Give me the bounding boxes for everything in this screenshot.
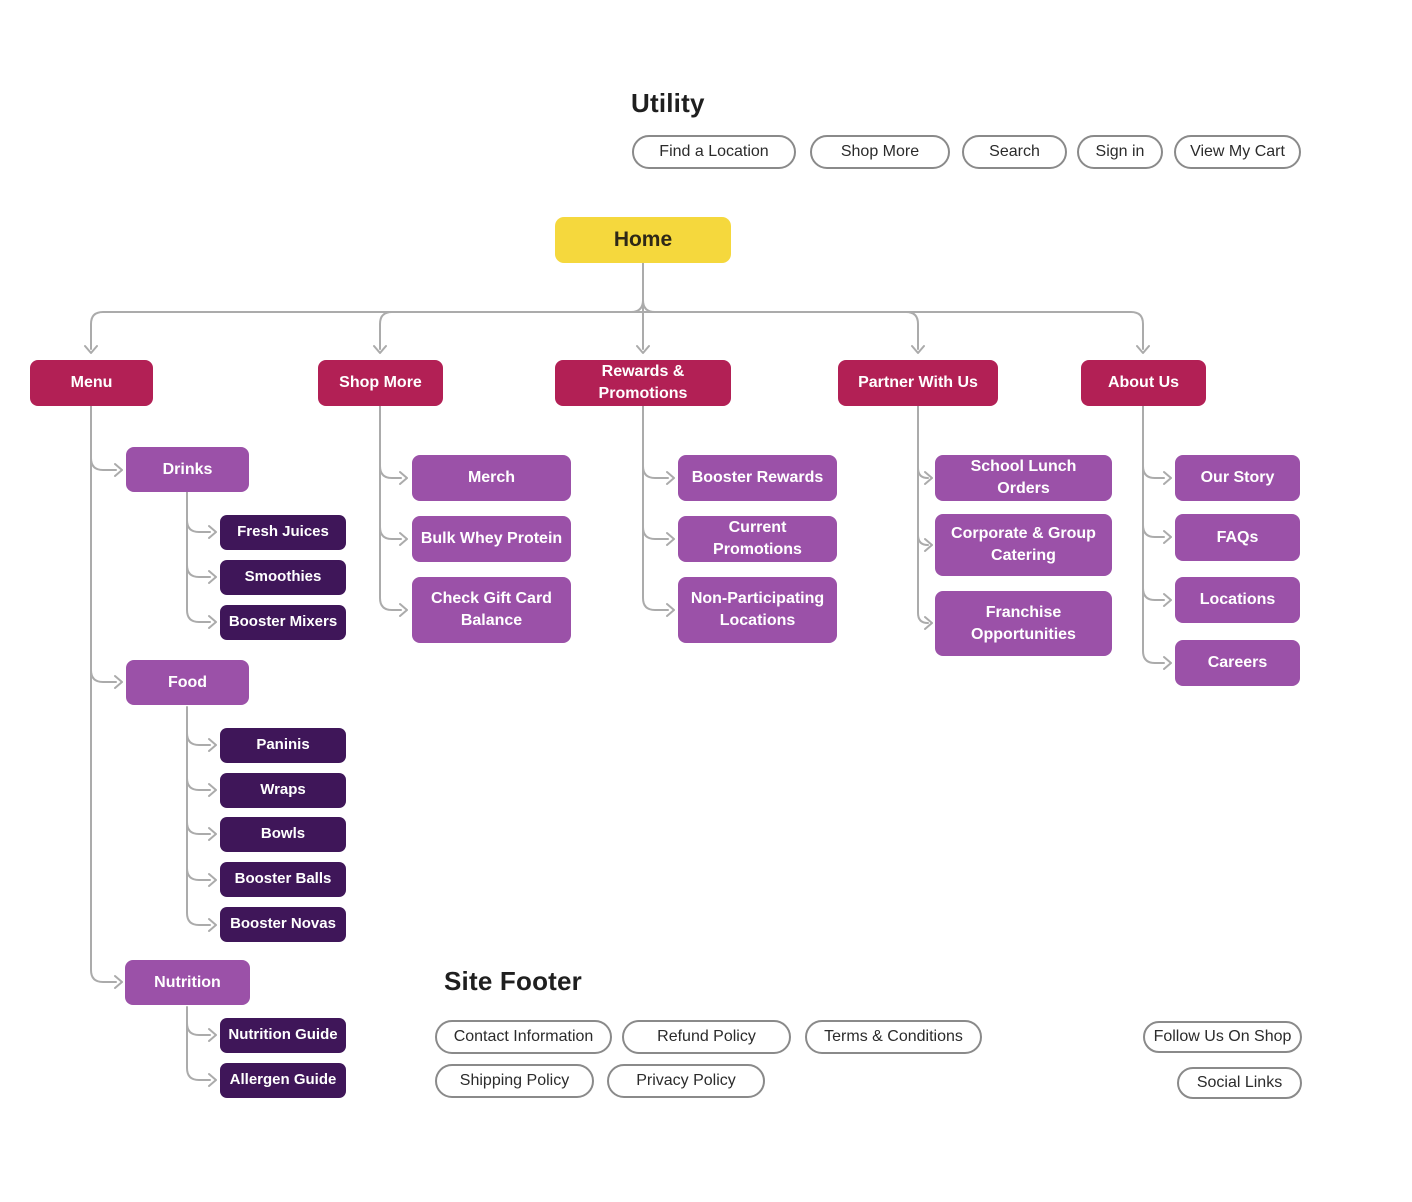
node-about-us[interactable]: About Us [1081, 360, 1206, 406]
node-allergen-guide[interactable]: Allergen Guide [220, 1063, 346, 1098]
utility-button-find-a-location[interactable]: Find a Location [632, 135, 796, 169]
node-nutrition-guide[interactable]: Nutrition Guide [220, 1018, 346, 1053]
node-food[interactable]: Food [126, 660, 249, 705]
node-corporate-group-catering[interactable]: Corporate & Group Catering [935, 514, 1112, 576]
node-booster-balls[interactable]: Booster Balls [220, 862, 346, 897]
footer-button-follow-us-on-shop[interactable]: Follow Us On Shop [1143, 1021, 1302, 1053]
utility-button-view-my-cart[interactable]: View My Cart [1174, 135, 1301, 169]
node-franchise-opportunities[interactable]: Franchise Opportunities [935, 591, 1112, 656]
node-wraps[interactable]: Wraps [220, 773, 346, 808]
node-fresh-juices[interactable]: Fresh Juices [220, 515, 346, 550]
node-check-gift-card-balance[interactable]: Check Gift Card Balance [412, 577, 571, 643]
node-our-story[interactable]: Our Story [1175, 455, 1300, 501]
node-careers[interactable]: Careers [1175, 640, 1300, 686]
node-merch[interactable]: Merch [412, 455, 571, 501]
node-smoothies[interactable]: Smoothies [220, 560, 346, 595]
utility-button-search[interactable]: Search [962, 135, 1067, 169]
arrowheads-right [114, 463, 1172, 1087]
footer-button-refund-policy[interactable]: Refund Policy [622, 1020, 791, 1054]
node-bulk-whey-protein[interactable]: Bulk Whey Protein [412, 516, 571, 562]
home-bus-connector [90, 262, 1144, 350]
node-paninis[interactable]: Paninis [220, 728, 346, 763]
node-bowls[interactable]: Bowls [220, 817, 346, 852]
node-nutrition[interactable]: Nutrition [125, 960, 250, 1005]
footer-button-social-links[interactable]: Social Links [1177, 1067, 1302, 1099]
node-drinks[interactable]: Drinks [126, 447, 249, 492]
footer-button-contact-information[interactable]: Contact Information [435, 1020, 612, 1054]
utility-button-sign-in[interactable]: Sign in [1077, 135, 1163, 169]
footer-button-terms-conditions[interactable]: Terms & Conditions [805, 1020, 982, 1054]
node-non-participating-locations[interactable]: Non-Participating Locations [678, 577, 837, 643]
node-booster-rewards[interactable]: Booster Rewards [678, 455, 837, 501]
node-shop-more[interactable]: Shop More [318, 360, 443, 406]
footer-button-privacy-policy[interactable]: Privacy Policy [607, 1064, 765, 1098]
utility-heading: Utility [631, 88, 705, 118]
node-current-promotions[interactable]: Current Promotions [678, 516, 837, 562]
node-partner-with-us[interactable]: Partner With Us [838, 360, 998, 406]
node-home[interactable]: Home [555, 217, 731, 263]
right-subtrees-connector [379, 405, 1165, 664]
node-school-lunch-orders[interactable]: School Lunch Orders [935, 455, 1112, 501]
footer-button-shipping-policy[interactable]: Shipping Policy [435, 1064, 594, 1098]
site-footer-heading: Site Footer [444, 966, 582, 996]
node-booster-mixers[interactable]: Booster Mixers [220, 605, 346, 640]
utility-button-shop-more[interactable]: Shop More [810, 135, 950, 169]
node-faqs[interactable]: FAQs [1175, 514, 1300, 561]
node-rewards-promotions[interactable]: Rewards & Promotions [555, 360, 731, 406]
node-booster-novas[interactable]: Booster Novas [220, 907, 346, 942]
menu-subtree-connector [90, 405, 211, 1081]
node-locations[interactable]: Locations [1175, 577, 1300, 623]
node-menu[interactable]: Menu [30, 360, 153, 406]
arrowheads-down [84, 345, 1150, 354]
